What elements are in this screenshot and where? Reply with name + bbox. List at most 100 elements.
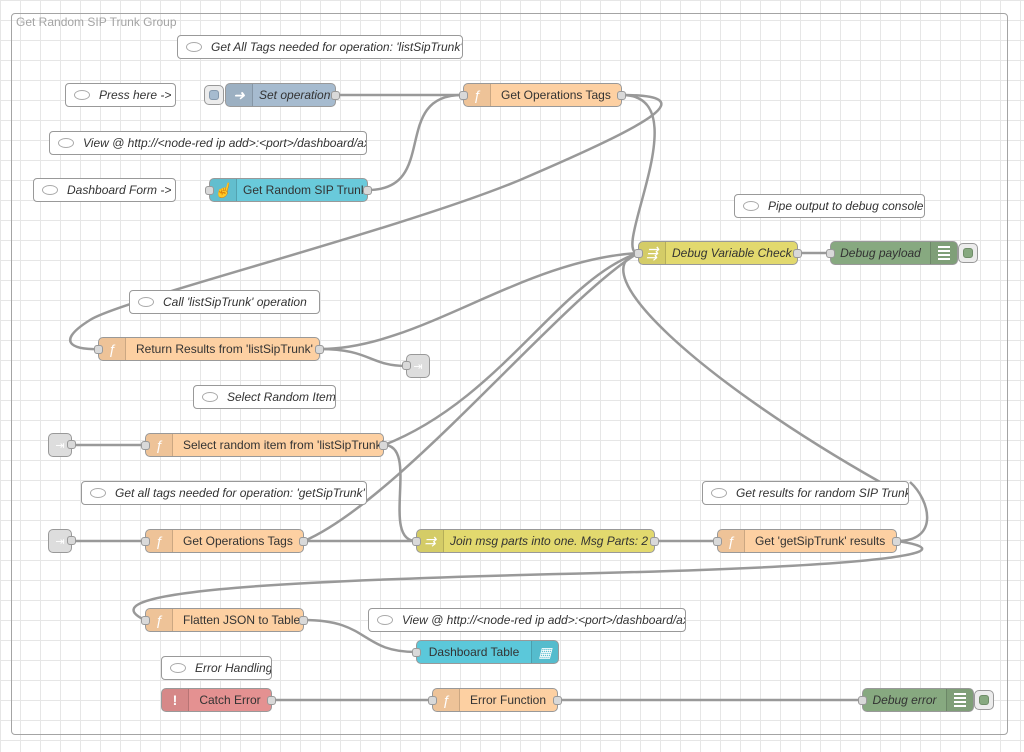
- get-sip-trunk-results-node[interactable]: ƒ Get 'getSipTrunk' results: [713, 529, 901, 553]
- function-icon: ƒ: [99, 338, 126, 360]
- input-port[interactable]: [205, 186, 214, 195]
- get-operations-tags-node-top[interactable]: ƒ Get Operations Tags: [459, 83, 626, 107]
- comment-press-here[interactable]: Press here ->: [65, 83, 176, 107]
- comment-dashboard-form[interactable]: Dashboard Form ->: [33, 178, 176, 202]
- output-port[interactable]: [363, 186, 372, 195]
- comment-call-list[interactable]: Call 'listSipTrunk' operation: [129, 290, 320, 314]
- inject-trigger-button[interactable]: [204, 85, 224, 105]
- catch-error-node[interactable]: ! Catch Error: [161, 688, 276, 712]
- wire: [319, 347, 407, 368]
- output-port[interactable]: [67, 536, 76, 545]
- switch-icon: ⇶: [639, 242, 666, 264]
- comment-get-tags-get[interactable]: Get all tags needed for operation: 'getS…: [81, 481, 367, 505]
- input-port[interactable]: [459, 91, 468, 100]
- speech-bubble-icon: [186, 42, 202, 52]
- select-random-item-node[interactable]: ƒ Select random item from 'listSipTrunk': [141, 433, 388, 457]
- input-port[interactable]: [412, 648, 421, 657]
- link-icon: ⇥: [55, 535, 65, 548]
- group-label: Get Random SIP Trunk Group: [16, 15, 177, 29]
- output-port[interactable]: [379, 441, 388, 450]
- comment-error-handling[interactable]: Error Handling: [161, 656, 272, 680]
- speech-bubble-icon: [743, 201, 759, 211]
- output-port[interactable]: [793, 249, 802, 258]
- link-icon: ⇥: [413, 360, 423, 373]
- flow-group-frame[interactable]: [11, 13, 1008, 735]
- join-icon: ⇉: [417, 530, 444, 552]
- debug-payload-node[interactable]: Debug payload: [826, 241, 958, 265]
- comment-pipe-output[interactable]: Pipe output to debug console: [734, 194, 925, 218]
- link-out-node[interactable]: ⇥: [402, 354, 430, 378]
- output-port[interactable]: [299, 537, 308, 546]
- join-msg-parts-node[interactable]: ⇉ Join msg parts into one. Msg Parts: 2: [412, 529, 659, 553]
- comment-get-all-tags[interactable]: Get All Tags needed for operation: 'list…: [177, 35, 463, 59]
- exclamation-icon: !: [162, 689, 189, 711]
- wire: [69, 93, 663, 351]
- wire: [367, 93, 463, 192]
- speech-bubble-icon: [377, 615, 393, 625]
- wire: [383, 443, 417, 543]
- speech-bubble-icon: [170, 663, 186, 673]
- function-icon: ƒ: [146, 609, 173, 631]
- comment-select-random[interactable]: Select Random Item: [193, 385, 336, 409]
- debug-payload-toggle[interactable]: [958, 243, 978, 263]
- arrow-right-icon: ➜: [226, 84, 253, 106]
- output-port[interactable]: [892, 537, 901, 546]
- input-port[interactable]: [858, 696, 867, 705]
- input-port[interactable]: [713, 537, 722, 546]
- output-port[interactable]: [299, 616, 308, 625]
- speech-bubble-icon: [711, 488, 727, 498]
- comment-get-results[interactable]: Get results for random SIP Trunk: [702, 481, 909, 505]
- input-port[interactable]: [826, 249, 835, 258]
- output-port[interactable]: [267, 696, 276, 705]
- function-icon: ƒ: [433, 689, 460, 711]
- debug-error-node[interactable]: Debug error: [858, 688, 974, 712]
- error-function-node[interactable]: ƒ Error Function: [428, 688, 562, 712]
- speech-bubble-icon: [74, 90, 90, 100]
- output-port[interactable]: [553, 696, 562, 705]
- debug-error-toggle[interactable]: [974, 690, 994, 710]
- comment-view-axl-bottom[interactable]: View @ http://<node-red ip add>:<port>/d…: [368, 608, 686, 632]
- wire: [383, 251, 639, 447]
- input-port[interactable]: [141, 616, 150, 625]
- wire: [303, 251, 639, 543]
- debug-lines-icon: [930, 242, 957, 264]
- function-icon: ƒ: [718, 530, 745, 552]
- input-port[interactable]: [141, 537, 150, 546]
- wire: [303, 618, 417, 654]
- flatten-json-node[interactable]: ƒ Flatten JSON to Table: [141, 608, 308, 632]
- debug-variable-check-node[interactable]: ⇶ Debug Variable Check: [634, 241, 802, 265]
- get-operations-tags-node-bottom[interactable]: ƒ Get Operations Tags: [141, 529, 308, 553]
- input-port[interactable]: [412, 537, 421, 546]
- dashboard-table-node[interactable]: Dashboard Table ▦: [412, 640, 559, 664]
- function-icon: ƒ: [464, 84, 491, 106]
- comment-view-axl-top[interactable]: View @ http://<node-red ip add>:<port>/d…: [49, 131, 367, 155]
- link-in-node-2[interactable]: ⇥: [48, 529, 76, 553]
- wire: [319, 251, 639, 351]
- speech-bubble-icon: [138, 297, 154, 307]
- function-icon: ƒ: [146, 530, 173, 552]
- return-results-node[interactable]: ƒ Return Results from 'listSipTrunk': [94, 337, 324, 361]
- output-port[interactable]: [650, 537, 659, 546]
- input-port[interactable]: [634, 249, 643, 258]
- table-grid-icon: ▦: [531, 641, 558, 663]
- wire: [622, 251, 881, 484]
- input-port[interactable]: [428, 696, 437, 705]
- input-port[interactable]: [402, 361, 411, 370]
- wire: [621, 93, 656, 255]
- output-port[interactable]: [617, 91, 626, 100]
- input-port[interactable]: [94, 345, 103, 354]
- output-port[interactable]: [331, 91, 340, 100]
- set-operation-node[interactable]: ➜ Set operation: [225, 83, 340, 107]
- link-icon: ⇥: [55, 439, 65, 452]
- get-random-sip-trunk-button-node[interactable]: ☝ Get Random SIP Trunk: [205, 178, 372, 202]
- speech-bubble-icon: [90, 488, 106, 498]
- output-port[interactable]: [315, 345, 324, 354]
- speech-bubble-icon: [202, 392, 218, 402]
- input-port[interactable]: [141, 441, 150, 450]
- link-in-node-1[interactable]: ⇥: [48, 433, 76, 457]
- wire: [132, 539, 924, 622]
- output-port[interactable]: [67, 440, 76, 449]
- speech-bubble-icon: [42, 185, 58, 195]
